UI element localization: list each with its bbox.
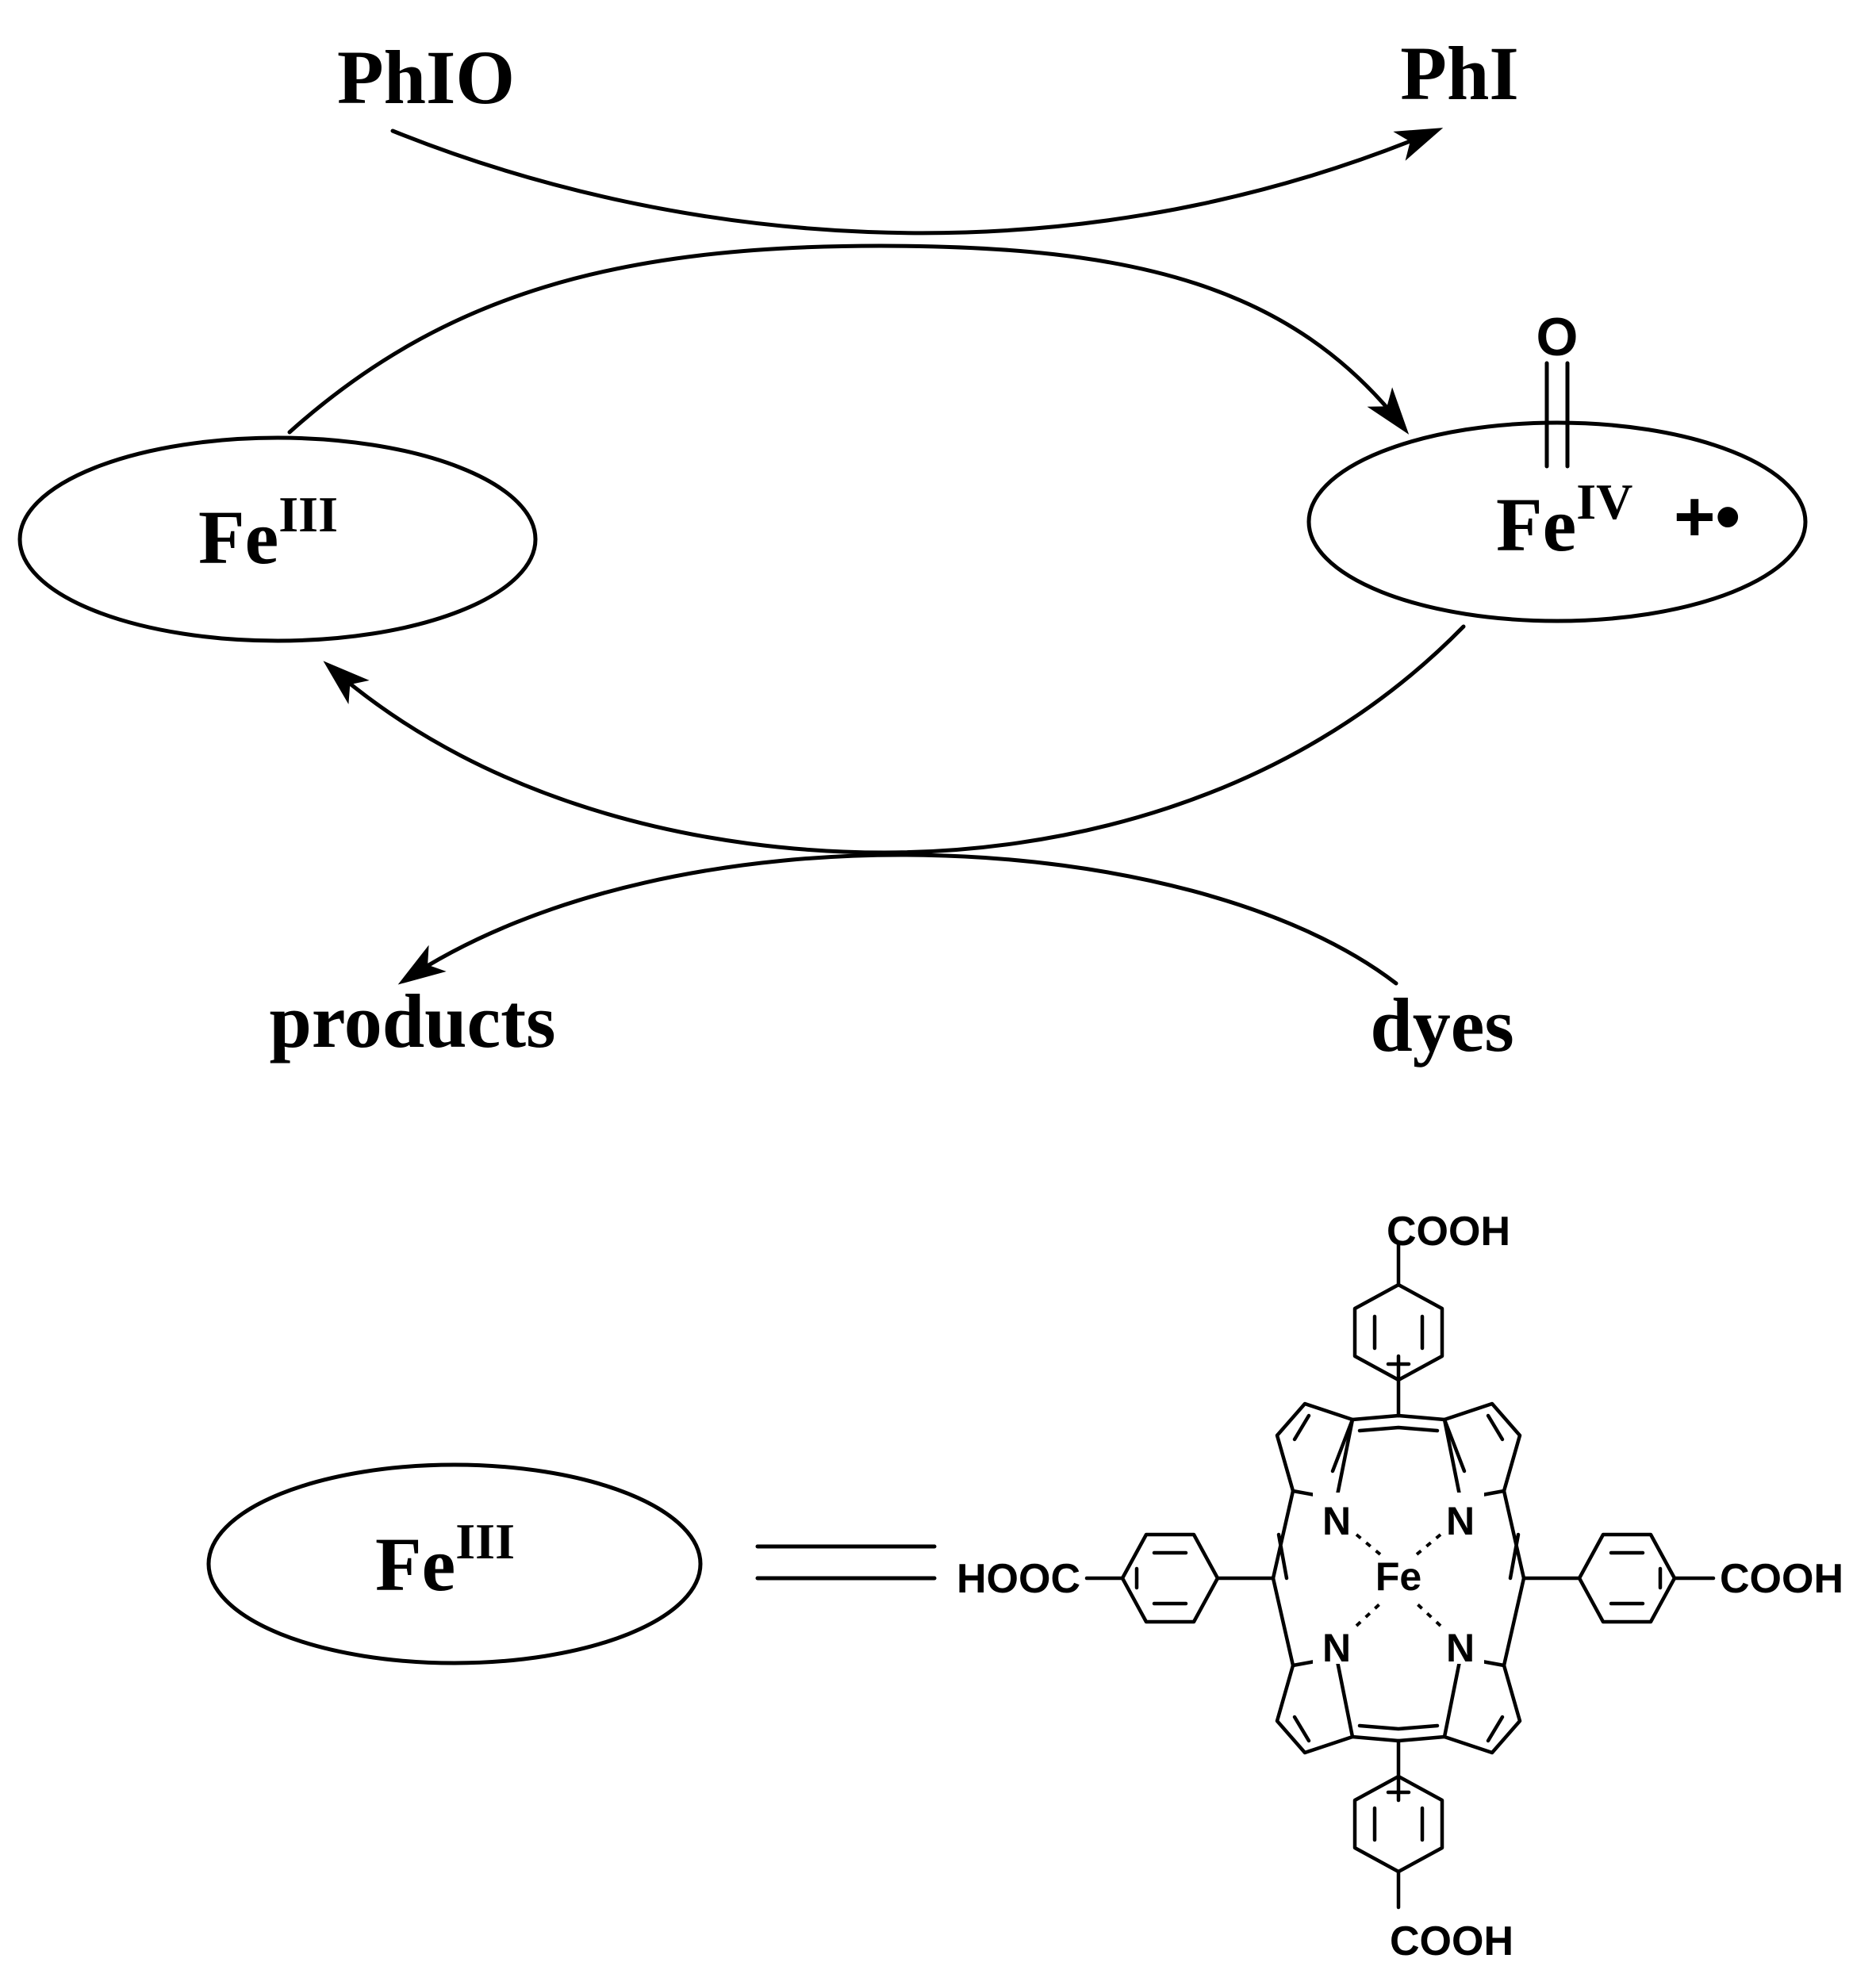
fe-iv-oxidation: IV [1576, 473, 1632, 530]
nitrogen-atom-top-right: N [1446, 1499, 1475, 1543]
carboxyl-top-label: COOH [1387, 1209, 1510, 1255]
svg-text:FeIII: FeIII [375, 1513, 515, 1607]
reduction-arrow [323, 624, 1466, 855]
porphyrin-core [1215, 1354, 1582, 1803]
phenyl-ring-bottom [1352, 1774, 1444, 1910]
fe-iv-element: Fe [1496, 482, 1576, 567]
fe-iii-oxidation: III [278, 486, 338, 542]
oxidation-arrow [287, 243, 1410, 435]
oxo-oxygen-label: O [1536, 307, 1579, 367]
nitrogen-atom-bottom-left: N [1322, 1626, 1351, 1670]
fe-tetracarboxyphenyl-porphyrin: N N N N Fe COOH COOH [957, 1209, 1843, 1964]
phenyl-ring-top [1352, 1241, 1444, 1382]
oxidant-label: PhIO [337, 35, 515, 120]
svg-text:FeIV: FeIV [1496, 473, 1632, 567]
fe-iii-element: Fe [198, 495, 278, 580]
legend-fe-iii-node: FeIII [206, 1462, 703, 1665]
svg-text:FeIII: FeIII [198, 486, 338, 580]
substrate-arrow [397, 853, 1398, 986]
phenyl-ring-left [1084, 1532, 1220, 1624]
phenyl-ring-right [1577, 1532, 1716, 1624]
oxidant-arrow [390, 128, 1444, 236]
nitrogen-atom-top-left: N [1322, 1499, 1351, 1543]
iron-center-label: Fe [1375, 1554, 1421, 1599]
legend-fe-iii-oxidation: III [455, 1513, 515, 1569]
substrate-label: dyes [1370, 983, 1513, 1067]
nitrogen-atom-bottom-right: N [1446, 1626, 1475, 1670]
catalyst-legend: FeIII [206, 1209, 1843, 1964]
carboxyl-right-label: COOH [1720, 1556, 1843, 1602]
radical-cation-label: +• [1674, 477, 1740, 557]
legend-fe-iii-element: Fe [375, 1522, 455, 1607]
carboxyl-bottom-label: COOH [1390, 1918, 1513, 1964]
fe-iv-ellipse [1306, 420, 1808, 623]
products-label: products [270, 979, 556, 1063]
fe-iv-oxo-node: O FeIV +• [1306, 307, 1808, 623]
equivalence-sign [755, 1544, 937, 1581]
fe-iii-ellipse [17, 435, 538, 643]
carboxyl-left-label: HOOC [957, 1556, 1080, 1602]
reduced-oxidant-label: PhI [1400, 31, 1518, 116]
catalytic-cycle: FeIII O FeIV +• PhIO PhI dyes products [17, 31, 1808, 1067]
fe-iii-node: FeIII [17, 435, 538, 643]
legend-fe-iii-ellipse [206, 1462, 703, 1665]
